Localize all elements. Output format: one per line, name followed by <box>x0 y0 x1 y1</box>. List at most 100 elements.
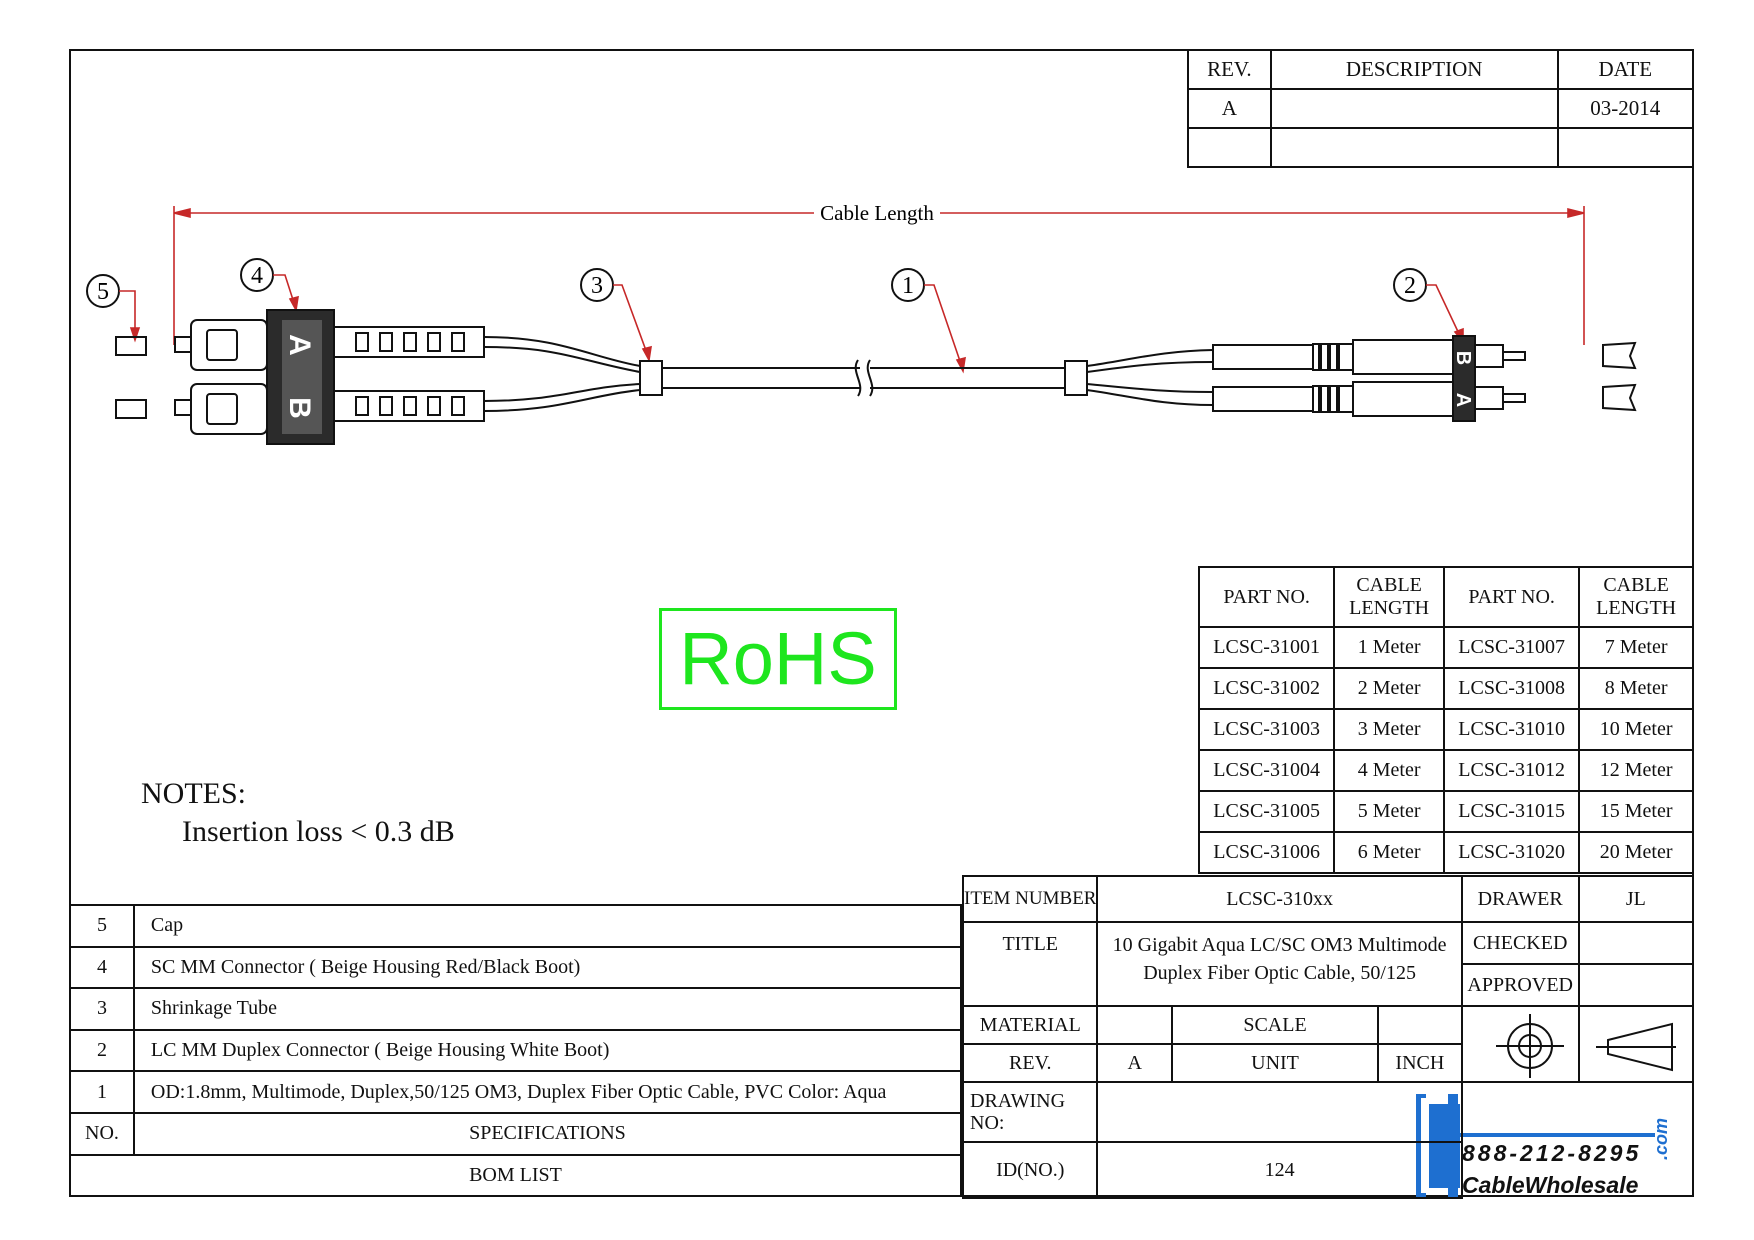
bom-item-number: 5 <box>69 904 135 948</box>
approved-label: APPROVED <box>1460 963 1580 1007</box>
part-number: LCSC-31020 <box>1442 831 1581 874</box>
cable-length: 7 Meter <box>1578 626 1694 669</box>
revision-block: REV. DESCRIPTION DATE A 03-2014 <box>1187 49 1695 168</box>
bom-spec-header: SPECIFICATIONS <box>132 1111 963 1156</box>
callout-3: 3 <box>591 273 603 299</box>
notes-text: Insertion loss < 0.3 dB <box>182 815 455 848</box>
material-label: MATERIAL <box>961 1005 1099 1045</box>
callout-1: 1 <box>902 273 914 299</box>
bom-item-number: 4 <box>69 945 135 990</box>
id-label: ID(NO.) <box>961 1141 1099 1199</box>
description-cell <box>1269 127 1559 168</box>
callout-5: 5 <box>97 279 109 305</box>
item-number: LCSC-310xx <box>1096 875 1463 923</box>
cable-length: 4 Meter <box>1333 749 1445 792</box>
unit-label: UNIT <box>1171 1043 1379 1083</box>
bom-list-footer: BOM LIST <box>69 1153 962 1198</box>
cable-length: 5 Meter <box>1333 790 1445 833</box>
projection-symbol-cell <box>1577 1005 1695 1083</box>
part-number: LCSC-31003 <box>1197 708 1336 751</box>
drawer-label: DRAWER <box>1460 875 1580 923</box>
fiber-cable <box>483 336 1214 412</box>
bom-item-spec: LC MM Duplex Connector ( Beige Housing W… <box>132 1028 963 1073</box>
drawing-no-label: DRAWING NO: <box>961 1081 1099 1143</box>
cable-length: 10 Meter <box>1578 708 1694 751</box>
part-number: LCSC-31001 <box>1197 626 1336 669</box>
cable-length: 12 Meter <box>1578 749 1694 792</box>
cable-length: 2 Meter <box>1333 667 1445 710</box>
part-number: LCSC-31010 <box>1442 708 1581 751</box>
logo-cell <box>1462 1082 1693 1198</box>
lc-caps <box>1602 341 1637 412</box>
lc-label-b: B <box>1452 351 1474 365</box>
bom-item-spec: SC MM Connector ( Beige Housing Red/Blac… <box>132 945 963 990</box>
cable-length: 8 Meter <box>1578 667 1694 710</box>
cable-length-dimension <box>173 206 1585 345</box>
sc-label-a: A <box>283 334 316 356</box>
item-number-label: ITEM NUMBER <box>961 875 1099 923</box>
sc-caps <box>115 336 147 419</box>
title-line-2: Duplex Fiber Optic Cable, 50/125 <box>1143 962 1416 984</box>
rev-value: A <box>1096 1043 1174 1083</box>
approved-value <box>1577 963 1695 1007</box>
sc-boots <box>333 326 485 422</box>
date-header: DATE <box>1556 49 1695 90</box>
bom-item-spec: Cap <box>132 904 963 948</box>
part-number: LCSC-31015 <box>1442 790 1581 833</box>
cable-length: 3 Meter <box>1333 708 1445 751</box>
part-number: LCSC-31002 <box>1197 667 1336 710</box>
checked-value <box>1577 921 1695 965</box>
drawer: JL <box>1577 875 1695 923</box>
bom-item-number: 2 <box>69 1028 135 1073</box>
part-no-header: PART NO. <box>1197 566 1336 628</box>
cable-length-header: CABLE LENGTH <box>1333 566 1445 628</box>
cable-length-label: Cable Length <box>820 201 934 225</box>
lc-connector <box>1212 339 1526 417</box>
cable-length: 1 Meter <box>1333 626 1445 669</box>
part-no-header: PART NO. <box>1442 566 1581 628</box>
rev-header: REV. <box>1187 49 1272 90</box>
callout-2: 2 <box>1404 273 1416 299</box>
title-label: TITLE <box>961 921 1099 1007</box>
part-number: LCSC-31004 <box>1197 749 1336 792</box>
part-number: LCSC-31012 <box>1442 749 1581 792</box>
part-number: LCSC-31006 <box>1197 831 1336 874</box>
title-value: 10 Gigabit Aqua LC/SC OM3 Multimode Dupl… <box>1096 921 1463 1007</box>
sc-housing-grip <box>282 320 322 434</box>
material-value <box>1096 1005 1174 1045</box>
cable-length: 20 Meter <box>1578 831 1694 874</box>
title-line-1: 10 Gigabit Aqua LC/SC OM3 Multimode <box>1112 934 1447 956</box>
bom-item-spec: Shrinkage Tube <box>132 987 963 1031</box>
description-header: DESCRIPTION <box>1269 49 1559 90</box>
first-angle-symbol-cell <box>1460 1005 1580 1083</box>
cable-length: 15 Meter <box>1578 790 1694 833</box>
lc-boot-ribs <box>1318 344 1340 412</box>
checked-label: CHECKED <box>1460 921 1580 965</box>
part-number: LCSC-31007 <box>1442 626 1581 669</box>
logo-name: CableWholesale <box>1462 1172 1639 1198</box>
title-block: ITEM NUMBER LCSC-310xx DRAWER JL TITLE 1… <box>961 875 1695 1199</box>
date-cell: 03-2014 <box>1556 88 1695 129</box>
bom-item-spec: OD:1.8mm, Multimode, Duplex,50/125 OM3, … <box>132 1070 963 1114</box>
cable-length-header: CABLE LENGTH <box>1578 566 1694 628</box>
bom-no-header: NO. <box>69 1111 135 1156</box>
lc-label-a: A <box>1452 393 1474 407</box>
part-number: LCSC-31008 <box>1442 667 1581 710</box>
drawing-no-value <box>1096 1081 1463 1143</box>
bom-item-number: 1 <box>69 1070 135 1114</box>
parts-table: PART NO. CABLE LENGTH PART NO. CABLE LEN… <box>1197 566 1694 874</box>
rev-label: REV. <box>961 1043 1099 1083</box>
description-cell <box>1269 88 1559 129</box>
bom-item-number: 3 <box>69 987 135 1031</box>
rev-cell: A <box>1187 88 1272 129</box>
